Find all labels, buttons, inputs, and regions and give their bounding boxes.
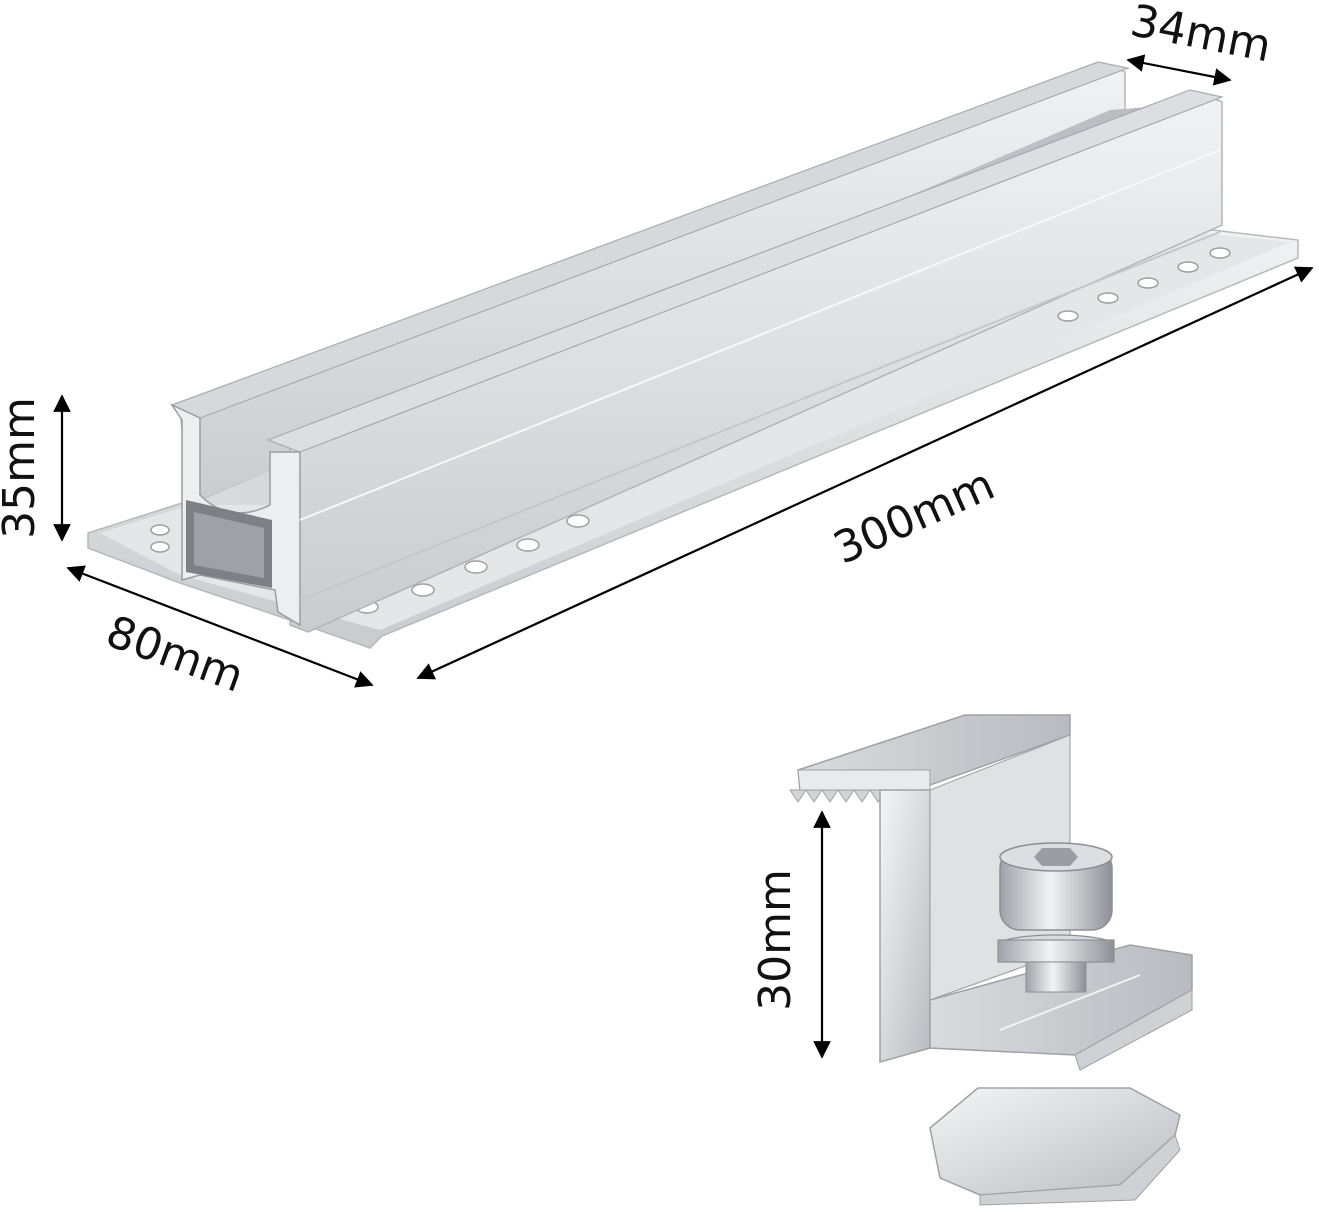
dimension-lines [53, 54, 1314, 1059]
dim-line-34mm [1126, 54, 1232, 86]
label-30mm: 30mm [750, 869, 801, 1011]
dim-line-300mm [416, 266, 1314, 680]
label-300mm: 300mm [826, 459, 1002, 575]
clamp-vertical-body [879, 789, 931, 1063]
mounting-rail-illustration [87, 61, 1299, 649]
label-80mm: 80mm [100, 606, 251, 702]
end-clamp-illustration [789, 714, 1193, 1206]
label-35mm: 35mm [0, 397, 45, 539]
dim-line-80mm [66, 565, 374, 688]
label-34mm: 34mm [1126, 0, 1275, 72]
